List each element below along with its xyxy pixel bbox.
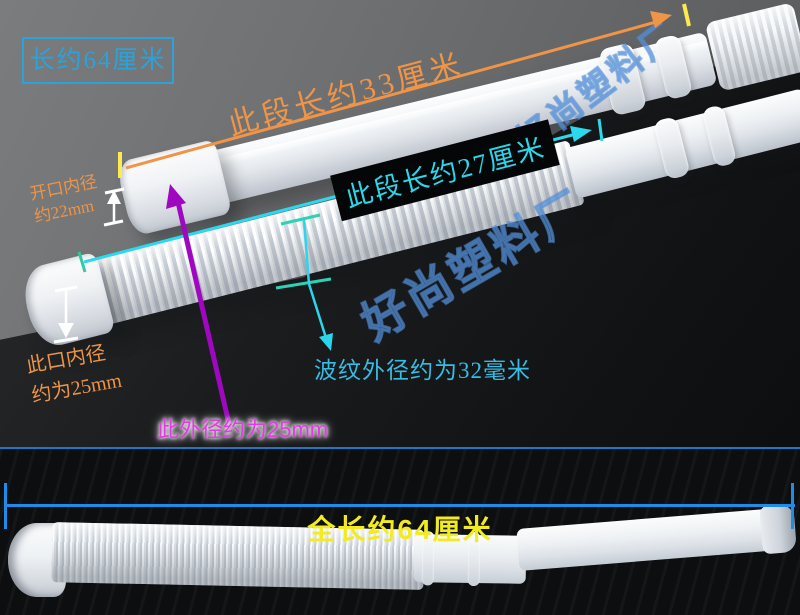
teal-tick-left <box>77 251 87 273</box>
arrowhead-27cm <box>570 126 592 142</box>
measure-line-33cm <box>125 20 657 170</box>
full-length-tick-left <box>4 483 7 529</box>
dim25-bar-bottom <box>53 336 79 344</box>
dim22-arrowhead-up <box>107 190 121 204</box>
top-photo-section: 好尚塑料厂 好尚塑料厂 <box>0 0 800 447</box>
arrowhead-od32 <box>319 333 333 351</box>
arrowhead-33cm <box>650 11 672 28</box>
outer-diameter-label: 此外径约为25mm <box>157 417 329 442</box>
dim22-bar-bottom <box>103 219 124 227</box>
section-divider-line <box>0 447 800 449</box>
od-tick-bottom <box>275 277 332 290</box>
corrugated-od-label: 波纹外径约为32毫米 <box>314 358 531 383</box>
purple-arrowhead <box>166 184 186 209</box>
yellow-tick-right <box>682 3 691 27</box>
od-connector-line <box>302 219 311 285</box>
od-tick-top <box>280 213 321 226</box>
cyan-tick-right <box>597 118 604 142</box>
od-leader-line <box>307 283 328 339</box>
full-length-tick-right <box>791 483 794 529</box>
full-length-label: 全长约64厘米 <box>307 514 493 545</box>
purple-leader-line <box>175 201 232 425</box>
annotation-overlay <box>53 3 691 425</box>
dim25-bar-top <box>54 285 78 293</box>
length-label-box: 长约64厘米 <box>22 37 174 84</box>
bottom-photo-section: 全长约64厘米 <box>0 449 800 615</box>
full-length-measure-line <box>5 504 795 507</box>
dim25-arrowhead-down <box>58 323 74 338</box>
